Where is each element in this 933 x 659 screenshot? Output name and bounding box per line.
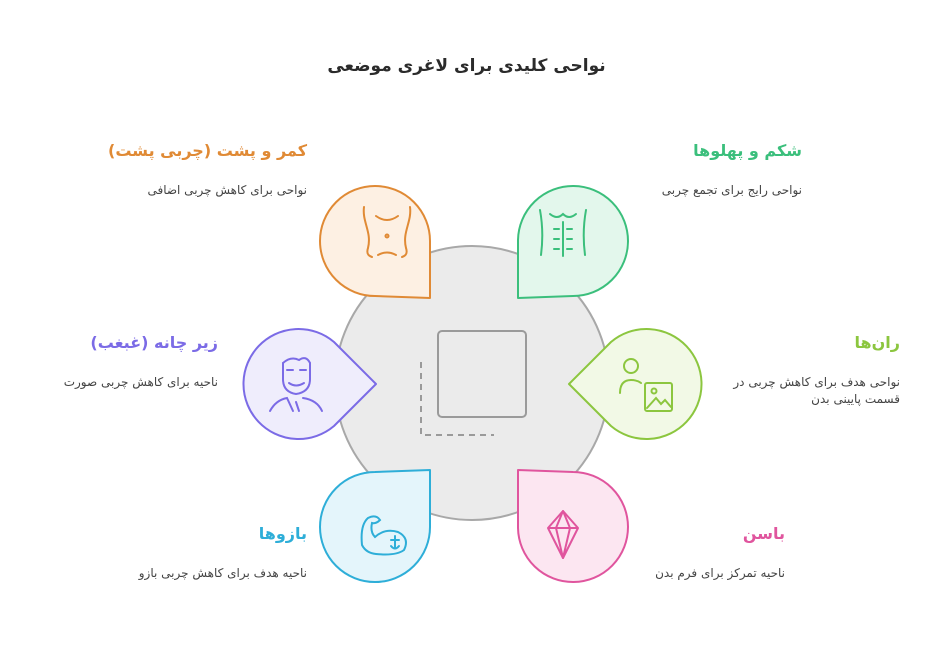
desc-thighs: نواحی هدف برای کاهش چربی در قسمت پایینی … xyxy=(733,375,900,406)
petal-arms[interactable] xyxy=(319,469,431,583)
face-icon xyxy=(269,357,323,412)
heading-arms: بازوها xyxy=(258,524,307,543)
petal-abdomen[interactable] xyxy=(517,185,629,299)
label-waist: کمر و پشت (چربی پشت) نواحی برای کاهش چرب… xyxy=(47,141,307,199)
desc-abdomen: نواحی رایج برای تجمع چربی xyxy=(661,183,802,197)
heading-abdomen: شکم و پهلوها xyxy=(693,141,802,160)
heading-buttocks: باسن xyxy=(742,524,785,543)
label-buttocks: باسن ناحیه تمرکز برای فرم بدن xyxy=(635,524,785,582)
heading-thighs: ران‌ها xyxy=(854,333,900,352)
user-image-icon xyxy=(619,358,673,412)
label-abdomen: شکم و پهلوها نواحی رایج برای تجمع چربی xyxy=(632,141,802,199)
label-arms: بازوها ناحیه هدف برای کاهش چربی بازو xyxy=(137,524,307,582)
flexed-arm-icon xyxy=(360,515,407,556)
heading-chin: زیر چانه (غبغب) xyxy=(90,333,218,352)
abdomen-icon xyxy=(539,209,587,257)
waist-icon xyxy=(362,206,412,258)
desc-buttocks: ناحیه تمرکز برای فرم بدن xyxy=(655,566,785,580)
gem-icon xyxy=(547,510,579,559)
petal-waist[interactable] xyxy=(319,185,431,299)
heading-waist: کمر و پشت (چربی پشت) xyxy=(108,141,307,160)
desc-arms: ناحیه هدف برای کاهش چربی بازو xyxy=(138,566,307,580)
desc-waist: نواحی برای کاهش چربی اضافی xyxy=(147,183,307,197)
label-thighs: ران‌ها نواحی هدف برای کاهش چربی در قسمت … xyxy=(728,333,900,408)
petal-thighs[interactable] xyxy=(568,328,703,440)
page-title: نواحی کلیدی برای لاغری موضعی xyxy=(327,56,606,76)
label-chin: زیر چانه (غبغب) ناحیه برای کاهش چربی صور… xyxy=(18,333,218,391)
placeholder-image-icon xyxy=(420,330,527,436)
petal-buttocks[interactable] xyxy=(517,469,629,583)
desc-chin: ناحیه برای کاهش چربی صورت xyxy=(63,375,218,389)
petal-chin[interactable] xyxy=(242,328,377,440)
